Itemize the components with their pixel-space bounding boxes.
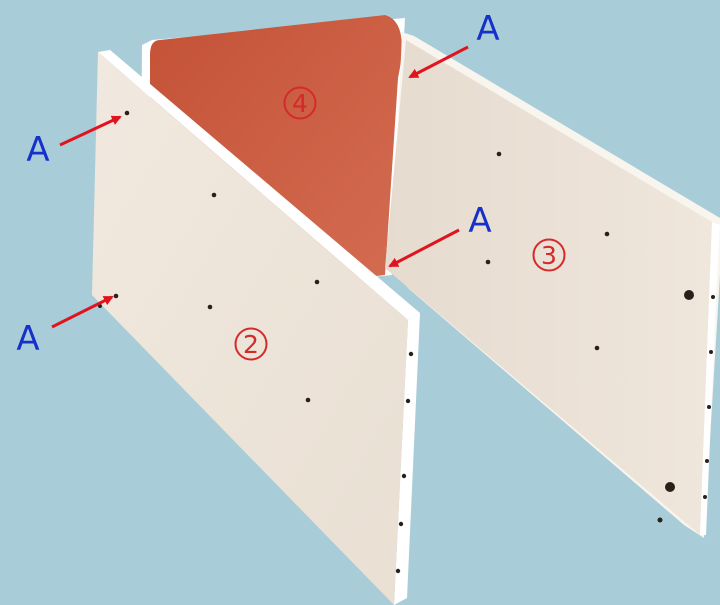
drill-hole	[684, 290, 694, 300]
drill-hole	[314, 279, 320, 285]
drill-hole	[401, 473, 407, 479]
drill-hole	[496, 151, 502, 157]
drill-hole	[485, 259, 491, 265]
drill-hole	[665, 482, 675, 492]
svg-text:3: 3	[541, 241, 557, 270]
svg-text:2: 2	[243, 330, 259, 359]
callout-label-bottom-left: A	[16, 319, 39, 359]
drill-hole	[705, 459, 709, 463]
drill-hole	[305, 397, 311, 403]
callout-arrow	[51, 295, 114, 329]
callout-label-top-right: A	[476, 9, 499, 49]
callout-label-top-left: A	[26, 130, 49, 170]
callout-arrows	[51, 45, 469, 329]
part-number-left: 2	[234, 327, 268, 361]
drill-hole	[709, 350, 713, 354]
drill-hole	[594, 345, 600, 351]
left-panel-holes	[98, 110, 414, 574]
drill-hole	[408, 351, 414, 357]
part-number-back: 4	[283, 86, 317, 120]
callout-arrow	[388, 228, 460, 268]
drill-hole	[211, 192, 217, 198]
drill-hole	[703, 495, 707, 499]
callout-label-middle: A	[468, 201, 491, 241]
callout-arrow	[408, 45, 469, 79]
callout-arrow	[59, 115, 122, 147]
drill-hole	[604, 231, 610, 237]
drill-hole	[657, 517, 663, 523]
svg-text:4: 4	[292, 89, 308, 118]
drill-hole	[711, 295, 715, 299]
right-panel-holes	[485, 151, 715, 523]
drill-hole	[405, 398, 411, 404]
circled-part-number-icon	[234, 327, 268, 361]
drill-hole	[707, 405, 711, 409]
drill-hole	[395, 568, 401, 574]
part-number-right: 3	[532, 238, 566, 272]
drill-hole	[398, 521, 404, 527]
circled-part-number-icon	[532, 238, 566, 272]
drill-hole	[113, 293, 119, 299]
drill-hole	[207, 304, 213, 310]
circled-part-number-icon	[283, 86, 317, 120]
right-panel	[385, 32, 720, 538]
drill-hole	[124, 110, 130, 116]
